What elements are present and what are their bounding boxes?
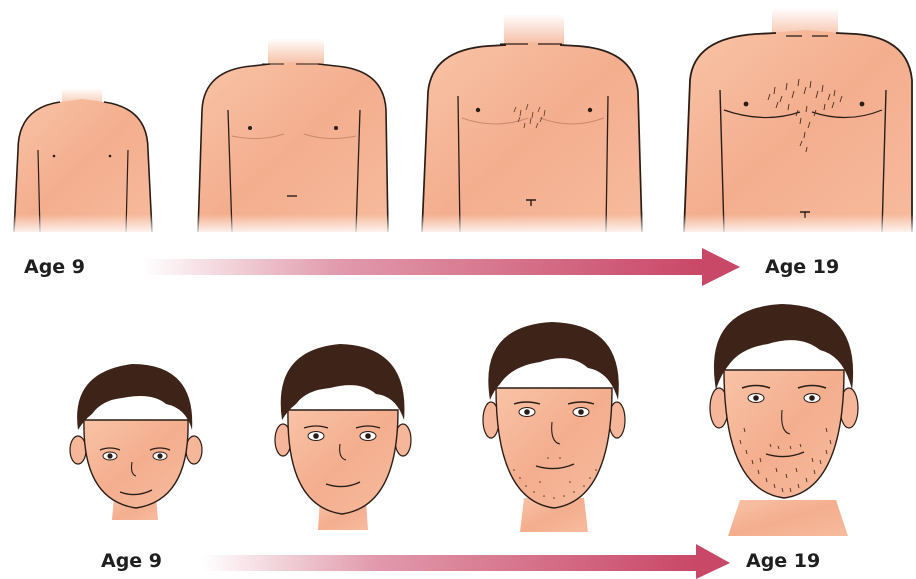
eye-icon <box>809 395 815 401</box>
face-early-teen <box>275 344 411 530</box>
age-start-label-top: Age 9 <box>24 258 85 277</box>
nipple-icon <box>248 126 252 130</box>
nipple-icon <box>744 102 749 107</box>
ear-icon <box>186 436 202 464</box>
torso-age-9 <box>10 88 156 236</box>
eye-icon <box>107 453 112 458</box>
face-age-19 <box>710 304 858 536</box>
nipple-icon <box>109 155 112 158</box>
ear-icon <box>70 436 86 464</box>
nipple-icon <box>334 126 338 130</box>
nipple-icon <box>588 108 592 112</box>
age-end-label-bottom: Age 19 <box>746 552 820 571</box>
eye-icon <box>753 395 759 401</box>
eye-icon <box>157 453 162 458</box>
nipple-icon <box>476 108 480 112</box>
face-age-9 <box>70 364 202 520</box>
torso-early-teen <box>194 38 392 236</box>
eye-icon <box>313 433 319 439</box>
eye-icon <box>524 409 530 415</box>
nipple-icon <box>860 102 865 107</box>
age-start-label-bottom: Age 9 <box>101 552 162 571</box>
progression-arrow-bottom <box>202 544 730 579</box>
age-end-label-top: Age 19 <box>765 258 839 277</box>
eye-icon <box>365 433 371 439</box>
face-late-teen <box>483 322 625 532</box>
hair-icon <box>281 344 405 420</box>
torso-age-19 <box>680 8 916 236</box>
nipple-icon <box>53 155 56 158</box>
torso-late-teen <box>418 14 646 236</box>
eye-icon <box>578 409 584 415</box>
progression-arrow-top <box>142 248 740 286</box>
